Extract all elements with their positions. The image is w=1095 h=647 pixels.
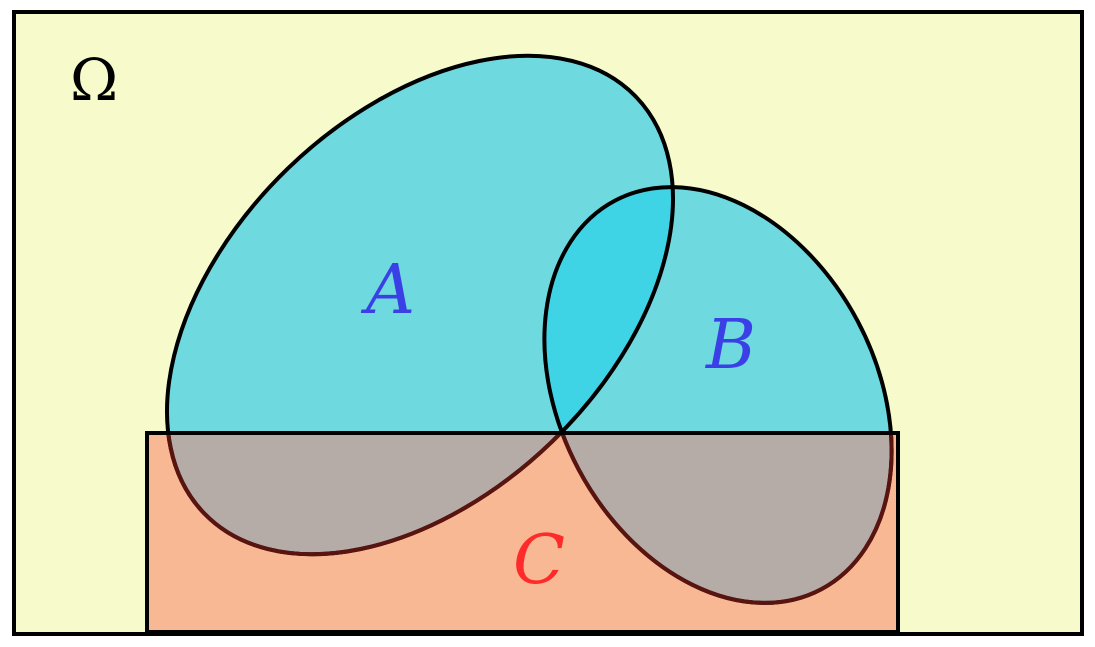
universe-outline bbox=[12, 10, 1084, 636]
overlap-b-c bbox=[544, 433, 892, 603]
set-b-outline-lower bbox=[542, 433, 894, 605]
set-c-label: C bbox=[513, 521, 565, 600]
set-a-ellipse bbox=[167, 55, 673, 555]
set-a-label: A bbox=[360, 251, 415, 330]
set-a-outline-lower bbox=[165, 433, 675, 557]
universe-label: Ω bbox=[70, 46, 118, 114]
set-b-label: B bbox=[704, 306, 756, 385]
